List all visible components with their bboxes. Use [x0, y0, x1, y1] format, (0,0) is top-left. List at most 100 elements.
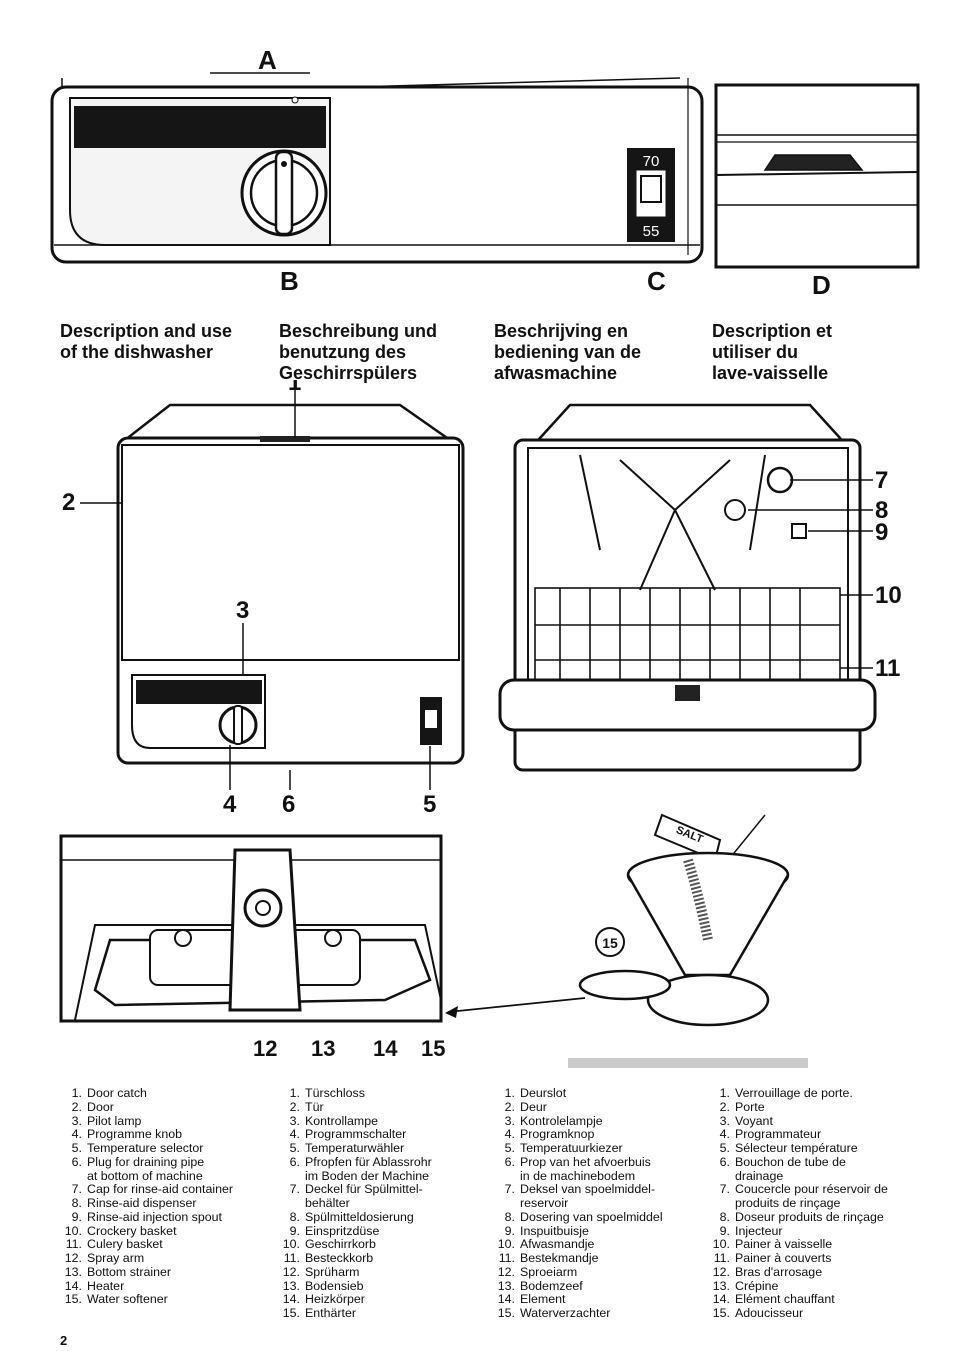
- legend-item-text: Heater: [87, 1278, 125, 1293]
- rinse-aid-cap-icon: [766, 466, 794, 494]
- legend-item-number: 12.: [497, 1264, 515, 1279]
- legend-item-text: Culery basket: [87, 1237, 163, 1252]
- callout-5: 5: [423, 791, 436, 818]
- legend-item-number: 8.: [504, 1209, 515, 1224]
- legend-item-number: 4.: [289, 1127, 300, 1142]
- legend-item-text: Dosering van spoelmiddel: [520, 1209, 663, 1224]
- legend-item-number: 3.: [504, 1113, 515, 1128]
- legend-item-number: 2.: [289, 1099, 300, 1114]
- legend-item: 10.Geschirrkorb: [278, 1237, 493, 1252]
- legend-item-text: Porte: [735, 1099, 765, 1114]
- spray-arm-icon: [228, 848, 302, 1012]
- legend-item-text: Painer à vaisselle: [735, 1237, 833, 1252]
- legend-item-number: 1.: [71, 1086, 82, 1100]
- legend-item-number: 11.: [498, 1251, 515, 1265]
- legend-item-text: Spülmitteldosierung: [305, 1209, 414, 1224]
- legend-item: 1.Türschloss: [278, 1086, 493, 1101]
- legend-item-text: Painer à couverts: [735, 1251, 832, 1265]
- legend-item: 12. Sproeiarm: [493, 1264, 708, 1280]
- callout-7: 7: [875, 467, 888, 494]
- legend-item-text: Bras d'arrosage: [735, 1264, 823, 1279]
- legend-item-text: Crépine: [735, 1278, 779, 1293]
- legend-item-text: Programmateur: [735, 1127, 822, 1142]
- legend-item-number: 12.: [712, 1264, 730, 1279]
- legend-item-text: Einspritzdüse: [305, 1223, 380, 1238]
- legend-item: 5.Temperaturwähler: [278, 1141, 493, 1156]
- legend-item-number: 15.: [282, 1306, 300, 1320]
- door-catch-icon: [763, 154, 864, 171]
- legend-item-text: Crockery basket: [87, 1223, 177, 1238]
- legend-item-text: Sproeiarm: [520, 1264, 578, 1279]
- legend-item: 15.Enthärter: [278, 1306, 493, 1321]
- legend-item: 8.Spülmitteldosierung: [278, 1209, 493, 1225]
- callout-12: 12: [253, 1036, 277, 1061]
- legend-item-number: 9.: [719, 1223, 730, 1238]
- legend-item: 7.Coucercle pour réservoir de produits d…: [708, 1182, 933, 1211]
- legend-item-number: 7.: [504, 1182, 515, 1197]
- legend-item-text: Kontrolelampje: [520, 1113, 603, 1128]
- legend-item-text: Pfropfen für Ablassrohr im Boden der Mac…: [305, 1154, 432, 1183]
- legend-item-text: Afwasmandje: [520, 1237, 595, 1252]
- legend-item-number: 4.: [719, 1127, 730, 1142]
- legend-item-text: Adoucisseur: [735, 1306, 804, 1320]
- callout-14: 14: [373, 1036, 398, 1061]
- legend-item-text: Temperaturwähler: [305, 1141, 405, 1155]
- legend-item: 7.Deckel für Spülmittel- behälter: [278, 1182, 493, 1211]
- legend-item-text: Doseur produits de rinçage: [735, 1209, 884, 1224]
- legend-item-number: 5.: [719, 1141, 730, 1155]
- legend-item: 10.Painer à vaisselle: [708, 1237, 933, 1252]
- legend-item: 14.Heater: [60, 1278, 275, 1294]
- legend-item: 13.Bodensieb: [278, 1279, 493, 1294]
- legend-item: 2.Porte: [708, 1099, 933, 1115]
- legend-item-text: Deurslot: [520, 1086, 567, 1100]
- legend-item-text: Inspuitbuisje: [520, 1223, 589, 1238]
- legend-item-number: 13.: [497, 1278, 515, 1293]
- legend-item-text: Sélecteur température: [735, 1141, 858, 1155]
- dishwasher-front-figure: 1 2 3 4 6 5: [62, 380, 465, 818]
- legend-item: 9. Einspritzdüse: [278, 1223, 493, 1239]
- legend-item-text: Rinse-aid injection spout: [87, 1209, 222, 1224]
- legend-item-text: Voyant: [735, 1113, 773, 1128]
- legend-item: 14. Elément chauffant: [708, 1292, 933, 1307]
- legend-item-number: 13.: [712, 1278, 730, 1293]
- legend-item: 7.Deksel van spoelmiddel- reservoir: [493, 1182, 708, 1211]
- legend-item-text: Türschloss: [305, 1086, 365, 1100]
- legend-item-text: Bodemzeef: [520, 1278, 583, 1293]
- callout-2: 2: [62, 489, 75, 516]
- legend-item-number: 3.: [289, 1113, 300, 1128]
- legend-item-text: Elément chauffant: [735, 1292, 835, 1307]
- legend-item: 12.Sprüharm: [278, 1265, 493, 1280]
- legend-item: 1.Door catch: [60, 1086, 275, 1101]
- legend-item-text: Waterverzachter: [520, 1306, 611, 1320]
- legend-item: 13. Bodemzeef: [493, 1278, 708, 1294]
- legend-item: 8.Doseur produits de rinçage: [708, 1209, 933, 1225]
- legend-item-number: 2.: [504, 1099, 515, 1114]
- callout-10: 10: [875, 582, 902, 609]
- legend-item: 11.Culery basket: [60, 1237, 275, 1252]
- temp-low-label: 55: [643, 223, 660, 240]
- legend-item-text: Temperature selector: [87, 1141, 204, 1155]
- legend-item-number: 14.: [712, 1292, 730, 1307]
- legend-item: 9. Injecteur: [708, 1223, 933, 1239]
- legend-item: 15.Waterverzachter: [493, 1306, 708, 1321]
- indicator-strip: [74, 106, 326, 148]
- legend-item: 12. Bras d'arrosage: [708, 1264, 933, 1280]
- legend-item-number: 9.: [289, 1223, 300, 1238]
- legend-item-text: Injecteur: [735, 1223, 783, 1238]
- legend-item-text: Bestekmandje: [520, 1251, 599, 1265]
- callout-3: 3: [236, 597, 249, 624]
- legend-item: 12.Spray arm: [60, 1251, 275, 1266]
- legend-item: 14.Element: [493, 1292, 708, 1307]
- legend-item-number: 10.: [282, 1237, 300, 1252]
- label-a: A: [258, 45, 277, 75]
- legend-item-number: 6.: [504, 1154, 515, 1169]
- callout-8: 8: [875, 497, 888, 524]
- heading-fr: Description et utiliser du lave-vaissell…: [712, 321, 833, 383]
- legend-item-text: Temperatuurkiezer: [520, 1141, 623, 1155]
- softener-cap-icon: [578, 969, 672, 1001]
- programme-knob-icon: [218, 705, 258, 745]
- legend-item: 2.Deur: [493, 1099, 708, 1115]
- door-catch-figure: D: [714, 83, 920, 300]
